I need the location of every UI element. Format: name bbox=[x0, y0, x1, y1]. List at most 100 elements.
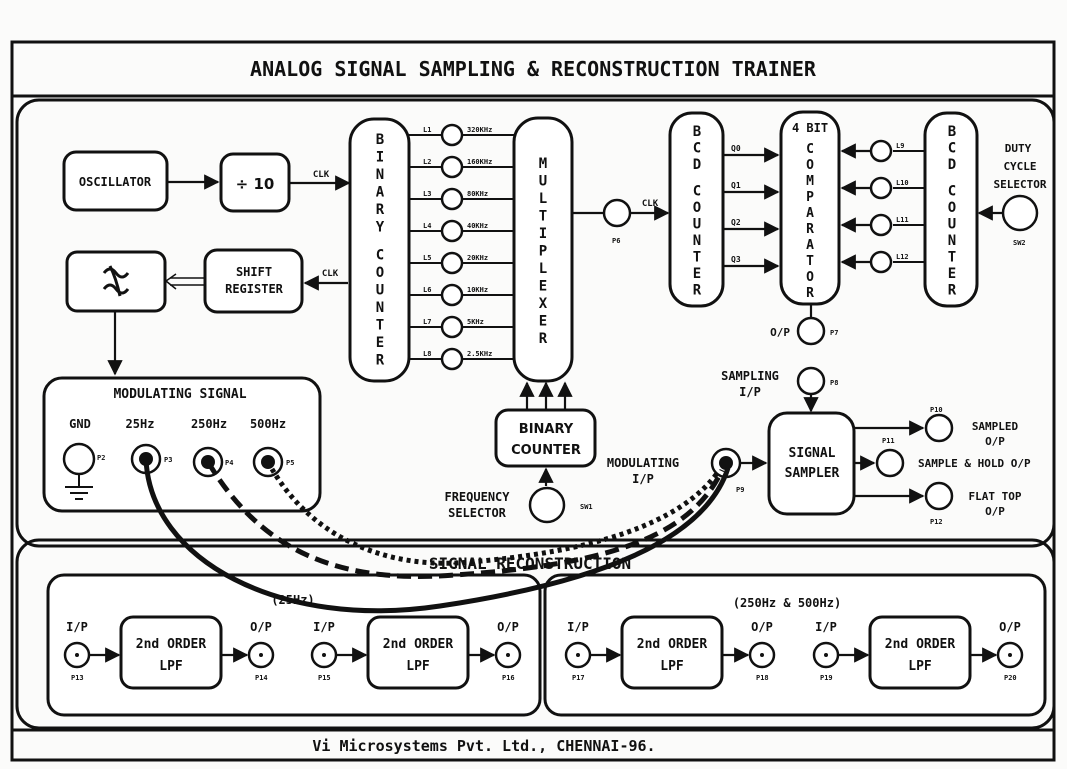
p10-jack[interactable] bbox=[924, 413, 954, 443]
sw2-label: SW2 bbox=[1013, 239, 1026, 247]
bcd-output-label: Q2 bbox=[731, 218, 741, 227]
filter-output-dot bbox=[259, 653, 263, 657]
modulating-ip-label-2: I/P bbox=[632, 472, 654, 486]
sample-hold-op-label: SAMPLE & HOLD O/P bbox=[918, 457, 1031, 470]
sampled-op-label-2: O/P bbox=[985, 435, 1005, 448]
comparator-output-label: O/P bbox=[770, 326, 790, 339]
filter-ip-label: I/P bbox=[815, 620, 837, 634]
filter-output-dot bbox=[760, 653, 764, 657]
p2-label: P2 bbox=[97, 454, 105, 462]
reconstruction-title: SIGNAL RECONSTRUCTION bbox=[429, 554, 631, 573]
duty-cycle-selector-knob[interactable] bbox=[1001, 194, 1039, 232]
clk-label-2: CLK bbox=[322, 269, 339, 279]
frequency-led bbox=[440, 315, 464, 339]
mod-label-250hz: 250Hz bbox=[191, 417, 227, 431]
frequency-led bbox=[440, 155, 464, 179]
sampling-ip-label-2: I/P bbox=[739, 385, 761, 399]
patch-cable-250hz bbox=[205, 460, 725, 579]
led-label: L3 bbox=[423, 190, 431, 198]
filter-output-point: P14 bbox=[255, 674, 268, 682]
p9-label: P9 bbox=[736, 486, 744, 494]
frequency-label: 10KHz bbox=[467, 286, 488, 294]
duty-cycle-label-2: CYCLE bbox=[1003, 160, 1036, 173]
p7-jack[interactable] bbox=[796, 316, 826, 346]
frequency-selector-knob[interactable] bbox=[528, 486, 566, 524]
frequency-led bbox=[440, 283, 464, 307]
filter-input-dot bbox=[824, 653, 828, 657]
frequency-label: 80KHz bbox=[467, 190, 488, 198]
p6-jack[interactable] bbox=[602, 198, 632, 228]
modulating-signal-title: MODULATING SIGNAL bbox=[113, 387, 246, 402]
filter-ip-label: I/P bbox=[66, 620, 88, 634]
lpf-label-1: 2nd ORDER bbox=[383, 637, 454, 652]
p7-label: P7 bbox=[830, 329, 838, 337]
frequency-selector-label-1: FREQUENCY bbox=[444, 490, 510, 504]
multiplexer-block bbox=[512, 116, 574, 383]
signal-sampler-block bbox=[767, 411, 856, 516]
duty-led-label: L9 bbox=[896, 142, 904, 150]
frequency-label: 5KHz bbox=[467, 318, 484, 326]
led-label: L1 bbox=[423, 126, 431, 134]
bcd-output-label: Q3 bbox=[731, 255, 741, 264]
filter-input-point: P17 bbox=[572, 674, 585, 682]
filter-op-label: O/P bbox=[751, 620, 773, 634]
frequency-label: 20KHz bbox=[467, 254, 488, 262]
p12-jack[interactable] bbox=[924, 481, 954, 511]
p8-jack[interactable] bbox=[796, 366, 826, 396]
bcd-counter-right-block bbox=[923, 111, 979, 308]
mod-label-500hz: 500Hz bbox=[250, 417, 286, 431]
frequency-led bbox=[440, 347, 464, 371]
frequency-led bbox=[440, 123, 464, 147]
filter-ip-label: I/P bbox=[567, 620, 589, 634]
filter-ip-label: I/P bbox=[313, 620, 335, 634]
led-label: L2 bbox=[423, 158, 431, 166]
clk-label-3: CLK bbox=[642, 199, 659, 209]
ground-icon bbox=[65, 486, 93, 500]
filter-output-dot bbox=[1008, 653, 1012, 657]
p2-gnd-jack[interactable] bbox=[62, 442, 96, 476]
duty-cycle-label-3: SELECTOR bbox=[994, 178, 1047, 191]
duty-cycle-label-1: DUTY bbox=[1005, 142, 1032, 155]
led-label: L8 bbox=[423, 350, 431, 358]
signal-sampler-label-2: SAMPLER bbox=[785, 466, 840, 481]
comparator-top-label: 4 BIT bbox=[792, 121, 828, 135]
frequency-label: 2.5KHz bbox=[467, 350, 492, 358]
binary-counter-small-label-2: COUNTER bbox=[511, 443, 581, 458]
sw1-label: SW1 bbox=[580, 503, 593, 511]
p11-jack[interactable] bbox=[875, 448, 905, 478]
filter-input-point: P13 bbox=[71, 674, 84, 682]
signal-sampler-label-1: SIGNAL bbox=[789, 446, 836, 461]
lpf-label-1: 2nd ORDER bbox=[637, 637, 708, 652]
led-label: L5 bbox=[423, 254, 431, 262]
frequency-led bbox=[440, 251, 464, 275]
filter-output-point: P18 bbox=[756, 674, 769, 682]
modulating-signal-block bbox=[42, 376, 322, 513]
duty-cycle-led bbox=[869, 213, 893, 237]
p11-label: P11 bbox=[882, 437, 895, 445]
duty-cycle-led bbox=[869, 139, 893, 163]
clk-label-1: CLK bbox=[313, 170, 330, 180]
duty-led-label: L10 bbox=[896, 179, 909, 187]
binary-counter-vertical-block bbox=[348, 117, 411, 383]
reconstruction-right-title: (250Hz & 500Hz) bbox=[733, 596, 841, 610]
patch-cable-500hz bbox=[265, 460, 721, 566]
modulating-ip-label-1: MODULATING bbox=[607, 456, 679, 470]
page-title: ANALOG SIGNAL SAMPLING & RECONSTRUCTION … bbox=[250, 57, 817, 81]
lpf-label-1: 2nd ORDER bbox=[136, 637, 207, 652]
reconstruction-left-title: (25Hz) bbox=[271, 593, 314, 607]
patch-cable-25hz bbox=[143, 458, 731, 614]
lpf-label-2: LPF bbox=[159, 659, 183, 674]
filter-input-point: P15 bbox=[318, 674, 331, 682]
filter-output-dot bbox=[506, 653, 510, 657]
p5-label: P5 bbox=[286, 459, 294, 467]
shift-register-label-2: REGISTER bbox=[225, 282, 284, 296]
frequency-led bbox=[440, 219, 464, 243]
